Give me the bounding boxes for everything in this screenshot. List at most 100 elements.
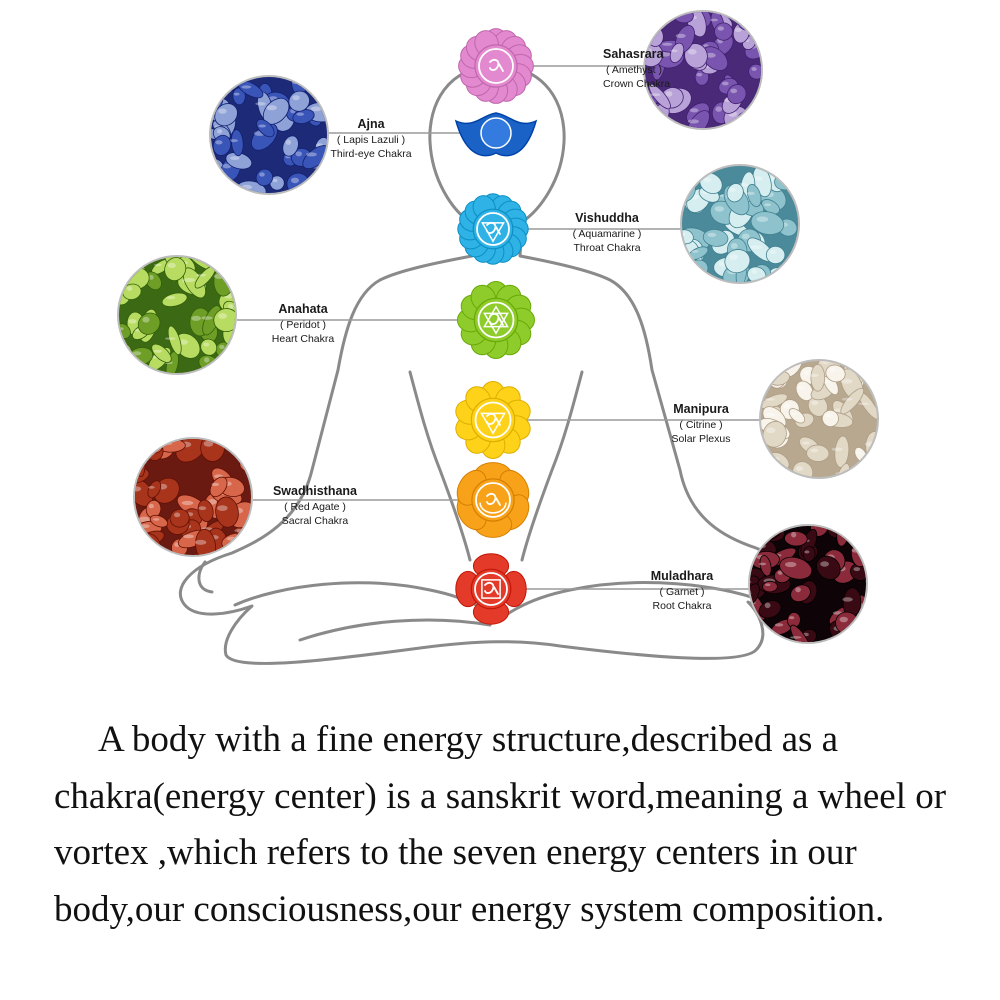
pebble-highlight — [148, 275, 154, 280]
pebble-highlight — [842, 597, 853, 602]
label-manipura: Manipura( Citrine )Solar Plexus — [672, 402, 731, 445]
pebble — [790, 584, 811, 603]
chakra-anahata-icon — [457, 281, 535, 359]
pebble — [750, 211, 785, 235]
pebble — [825, 364, 846, 383]
stone-muladhara — [748, 524, 868, 644]
pebble-highlight — [203, 440, 214, 447]
chakra-desc-sahasrara: Crown Chakra — [603, 78, 670, 90]
chakra-symbols — [454, 28, 538, 625]
pebble-highlight — [756, 216, 769, 222]
pebble-highlight — [295, 151, 302, 157]
pebble — [213, 308, 235, 333]
pebble — [149, 514, 168, 528]
chakra-vishuddha-icon — [457, 193, 529, 265]
pebble-highlight — [691, 250, 699, 253]
meditating-body-outline — [178, 64, 812, 665]
pebble — [790, 624, 812, 642]
pebble-highlight — [315, 73, 322, 77]
pebble-highlight — [774, 623, 784, 627]
pebble-highlight — [645, 93, 647, 99]
pebble-highlight — [126, 286, 133, 291]
pebble-highlight — [717, 26, 724, 31]
pebble-highlight — [730, 88, 738, 94]
pebble-highlight — [742, 20, 750, 24]
pebble-highlight — [148, 503, 154, 509]
pebble-highlight — [138, 516, 150, 523]
gemstone-circles — [117, 10, 879, 644]
pebble — [816, 555, 841, 580]
pebble-highlight — [285, 139, 291, 145]
pebble-highlight — [804, 550, 810, 554]
pebble — [714, 22, 733, 41]
pebble-highlight — [789, 616, 795, 620]
stone-manipura — [759, 359, 879, 479]
pebble — [310, 77, 327, 85]
pebble-highlight — [755, 540, 766, 544]
pebble-highlight — [791, 531, 797, 538]
pebble-highlight — [211, 186, 213, 190]
pebble-highlight — [153, 518, 160, 521]
pebble-highlight — [803, 370, 810, 375]
pebble-highlight — [310, 106, 322, 112]
pebble-highlight — [135, 441, 142, 446]
stone-vishuddha — [680, 164, 800, 284]
pebble — [211, 183, 225, 193]
pebble — [746, 183, 762, 208]
pebble-highlight — [758, 526, 770, 527]
pebble-highlight — [241, 85, 252, 89]
pebble-highlight — [230, 156, 240, 161]
pebble-highlight — [259, 172, 265, 177]
pebble-highlight — [810, 448, 819, 453]
pebble-highlight — [191, 315, 202, 321]
pebble-highlight — [687, 262, 695, 267]
pebble-highlight — [292, 95, 300, 101]
pebble-highlight — [858, 526, 866, 527]
pebble-highlight — [220, 362, 227, 367]
pebble — [726, 183, 744, 203]
pebble-highlight — [789, 183, 796, 187]
pebble — [282, 135, 299, 157]
pebble-highlight — [194, 539, 207, 545]
pebble — [167, 325, 182, 356]
chakra-name-muladhara: Muladhara — [651, 569, 715, 583]
pebble-highlight — [121, 260, 132, 264]
pebble-highlight — [721, 81, 729, 86]
pebble-highlight — [660, 51, 671, 57]
pebble-highlight — [183, 534, 194, 539]
pebble-highlight — [789, 636, 802, 639]
pebble-highlight — [135, 486, 142, 492]
pebble-highlight — [135, 470, 136, 475]
pebble-highlight — [855, 451, 862, 455]
pebble-highlight — [688, 49, 697, 55]
pebble — [231, 129, 244, 157]
pebble-highlight — [166, 296, 176, 300]
description-paragraph: A body with a fine energy structure,desc… — [54, 719, 947, 930]
stone-name-manipura: ( Citrine ) — [679, 419, 722, 431]
pebble-highlight — [758, 562, 767, 566]
pebble-highlight — [662, 42, 673, 46]
pebble-highlight — [750, 245, 762, 250]
pebble-highlight — [729, 187, 736, 192]
pebble-highlight — [757, 529, 766, 533]
pebble-highlight — [764, 602, 771, 609]
pebble-highlight — [167, 262, 176, 268]
chakra-desc-swadhisthana: Sacral Chakra — [282, 515, 349, 527]
leader-lines — [237, 65, 761, 590]
pebble-highlight — [841, 397, 853, 401]
pebble — [821, 409, 839, 427]
pebble — [669, 42, 685, 64]
pebble-highlight — [648, 112, 655, 119]
stone-ajna — [209, 73, 329, 195]
pebble-highlight — [218, 313, 228, 319]
pebble-highlight — [784, 172, 796, 176]
pebble-highlight — [183, 277, 196, 283]
pebble-highlight — [868, 453, 874, 459]
pebble-highlight — [760, 526, 769, 530]
pebble-highlight — [795, 466, 804, 472]
pebble-highlight — [215, 140, 223, 145]
label-anahata: Anahata( Peridot )Heart Chakra — [272, 302, 335, 345]
pebble-highlight — [148, 486, 155, 489]
label-sahasrara: Sahasrara( Amethyst )Crown Chakra — [603, 47, 670, 90]
pebble-highlight — [174, 512, 181, 518]
